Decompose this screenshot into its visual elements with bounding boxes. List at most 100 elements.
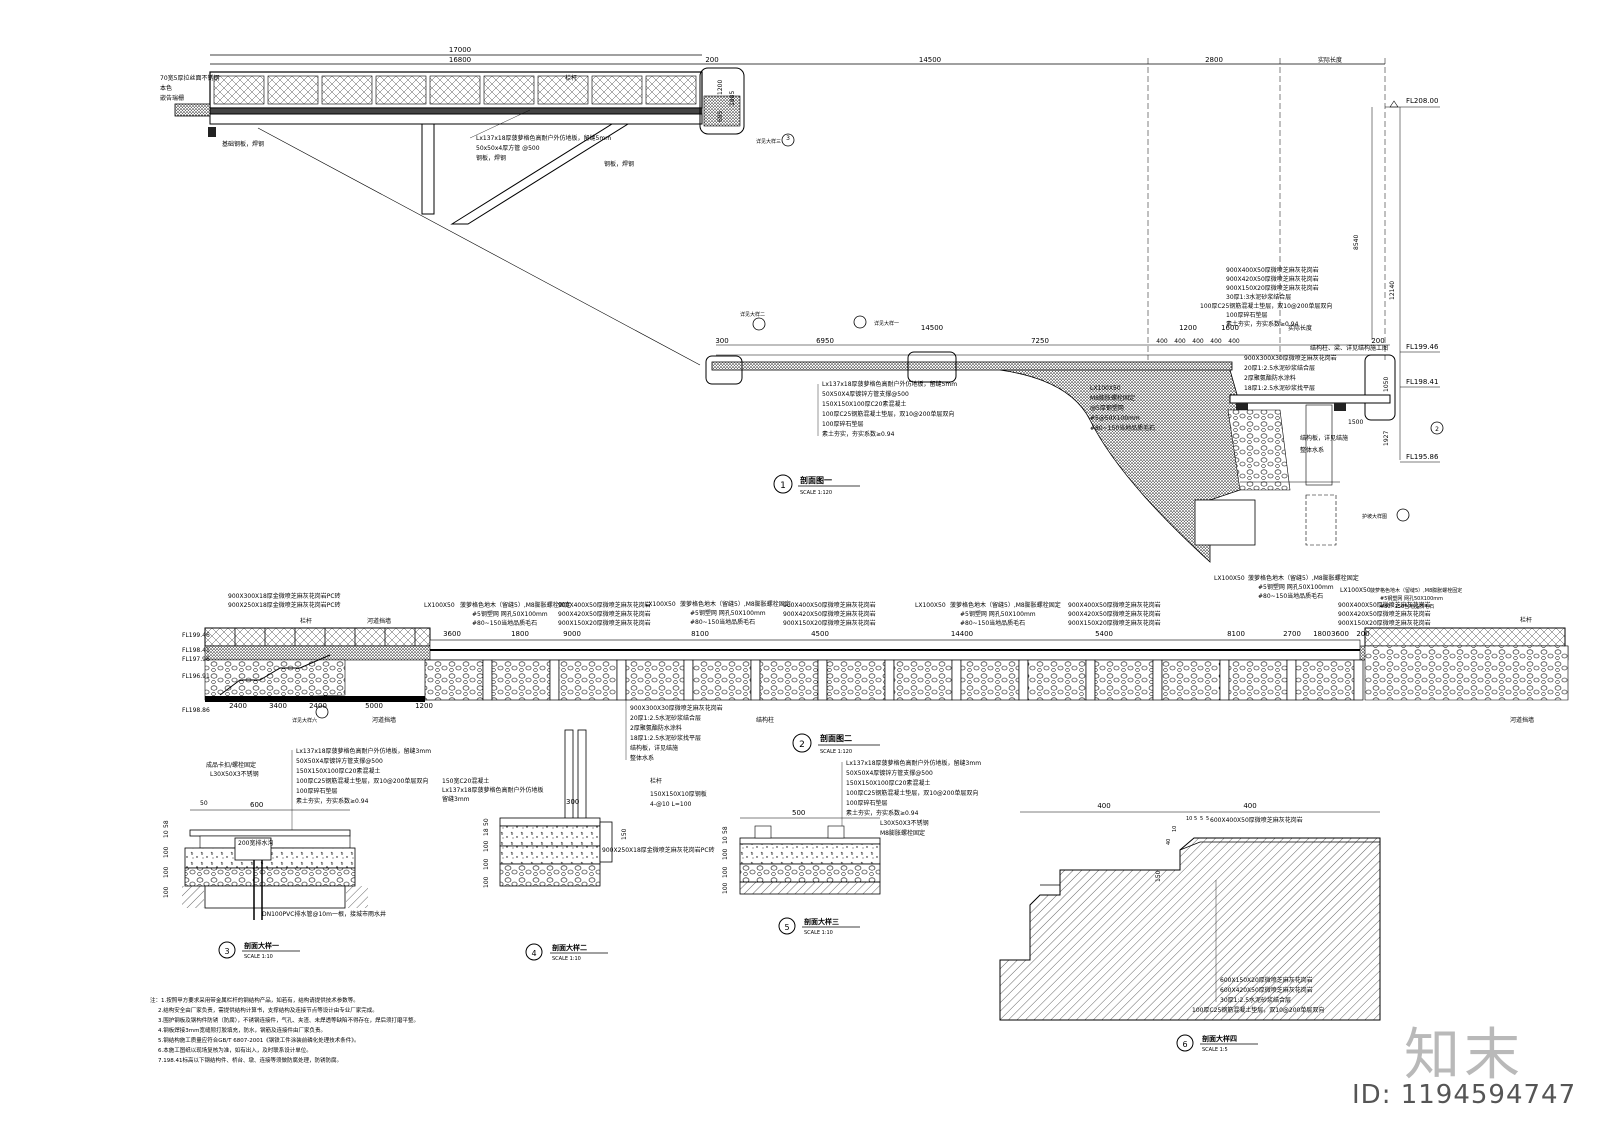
s2-note-a1e: 菠萝格色地木（留缝5）,M8膨胀螺栓固定 xyxy=(1370,587,1462,594)
dim-14500: 14500 xyxy=(919,56,941,64)
s1-dim-14500: 14500 xyxy=(921,324,943,332)
s1-note-c20: 150X150X100厚C20素混凝土 xyxy=(822,400,906,408)
d5-number: 5 xyxy=(784,923,789,932)
s1-rnote-4: 100厚C25钢筋混凝土垫层，双10@200单层双向 xyxy=(1200,302,1332,310)
s1-dim-400e: 400 xyxy=(1228,338,1240,345)
s2-bnote-3: 18厚1:2.5水泥砂浆找平层 xyxy=(630,734,701,742)
s2-bnote-1: 20厚1:2.5水泥砂浆结合层 xyxy=(630,714,701,722)
d4-note-0: 150宽C20混凝土 xyxy=(442,777,489,785)
s1-note-c25: 100厚C25钢筋混凝土垫层，双10@200单层双向 xyxy=(822,410,954,418)
footnote-1: 注：1.按照甲方要求采用带金属栏杆的钢结构产品，如若有，结构请提供技术参数等。 xyxy=(150,996,359,1004)
s2-note-a2c: #5钢塑网 网孔50X100mm xyxy=(960,610,1036,618)
s1-dim-400d: 400 xyxy=(1210,338,1222,345)
s2-note-a0b: LX100X50 xyxy=(645,601,676,608)
s2-note-a0c: LX100X50 xyxy=(915,602,946,609)
s2-label-wall-r: 河道挡墙 xyxy=(1510,716,1534,724)
railing-panel xyxy=(537,75,589,105)
s1-dim-400a: 400 xyxy=(1156,338,1168,345)
footnote-2: 2.结构安全由厂家负责，需提供结构计算书，支撑结构及连接节点等设计由专业厂家完成… xyxy=(158,1006,378,1014)
s2-note-a1: 菠萝格色地木（留缝5）,M8膨胀螺栓固定 xyxy=(460,601,571,609)
note-base-plate: 基础钢板，焊钢 xyxy=(222,140,264,148)
d3-dim-50: 50 xyxy=(200,800,208,807)
d4-note-3: 栏杆 xyxy=(650,777,662,785)
railing-panel xyxy=(321,75,373,105)
s2-scale: SCALE 1:120 xyxy=(820,749,852,755)
s2-note-a3c: #80~150当地品质毛石 xyxy=(960,619,1025,627)
s2-left-note-1: 900X250X18厚金微喷芝麻灰花岗岩PC砖 xyxy=(228,601,341,609)
stone-pier xyxy=(424,659,484,701)
s1-side-2: 20厚1:2.5水泥砂浆结合层 xyxy=(1244,364,1315,372)
d4-dim-100a: 100 xyxy=(483,840,490,852)
section-1: 300 6950 14500 7250 1200 1600 400 400 40… xyxy=(705,266,1444,563)
d4-dim-18: 18 xyxy=(483,828,490,836)
dim-actual: 实际长度 xyxy=(1318,56,1342,64)
note-stainless-strip: 70宽5厚拉丝面不锈钢 xyxy=(160,74,219,82)
s2-note-a1d: 菠萝格色地木（留缝5）,M8膨胀螺栓固定 xyxy=(1248,574,1359,582)
s1-side-0: 结构柱、梁、详见结构施工图 xyxy=(1310,344,1388,352)
stone-pier xyxy=(558,659,618,701)
d6-note-3: 30厚1:2.5水泥砂浆结合层 xyxy=(1220,996,1291,1004)
s2-bnote-4: 结构板，详见结施 xyxy=(630,744,678,752)
s2-note-b0c: 900X400X50厚微喷芝麻灰花岗岩 xyxy=(1068,601,1161,609)
d4-title: 剖面大样二 xyxy=(552,943,587,952)
d5-note-3: 100厚C25钢筋混凝土垫层，双10@200单层双向 xyxy=(846,789,978,797)
d5-note-7: M8膨胀螺栓固定 xyxy=(880,829,925,837)
s2-note-a0: LX100X50 xyxy=(424,602,455,609)
d3-note-3: 50X50X4厚镀锌方管支撑@500 xyxy=(296,757,383,765)
s1-mnote-1: M8膨胀螺栓固定 xyxy=(1090,394,1135,402)
sec2-top-dim: 5400 xyxy=(1095,630,1113,638)
d3-note-5: 100厚C25钢筋混凝土垫层，双10@200单层双向 xyxy=(296,777,428,785)
s1-note-deck: Lx137x18厚菠萝格色高耐户外仿地板，留缝5mm xyxy=(822,380,957,388)
stone-pier xyxy=(960,659,1020,701)
s1-mnote-4: #80~150当地品质毛石 xyxy=(1090,424,1155,432)
watermark-id: ID: 1194594747 xyxy=(1352,1080,1577,1110)
vdim-8540: 8540 xyxy=(1353,235,1360,250)
d3-note-6: 100厚碎石垫层 xyxy=(296,787,337,795)
stone-pier xyxy=(625,659,685,701)
s2-left-railing: 栏杆 xyxy=(300,617,312,625)
vdim-695: 695 xyxy=(717,110,724,122)
d3-dim-pipe: DN100PVC排水管@10m一根，接城市雨水井 xyxy=(262,910,386,918)
s2-label-detail6: 详见大样六 xyxy=(292,717,317,724)
s2-note-a1c: 菠萝格色地木（留缝5）,M8膨胀螺栓固定 xyxy=(950,601,1061,609)
stone-pier xyxy=(491,659,551,701)
d3-number: 3 xyxy=(224,947,229,956)
sec2-top-dim: 3600 xyxy=(1331,630,1349,638)
level-fl208: FL208.00 xyxy=(1406,97,1438,105)
s2-label-railing-r: 栏杆 xyxy=(1520,616,1532,624)
s1-side-1: 900X300X30厚微喷芝麻灰花岗岩 xyxy=(1244,354,1337,362)
d3-dim-drain: 200宽排水沟 xyxy=(238,839,273,847)
sec2-top-dim: 2700 xyxy=(1283,630,1301,638)
s1-ref-slope: 护坡大样图 xyxy=(1362,513,1387,520)
s2-fl-3: FL196.91 xyxy=(182,673,210,680)
sec2-top-dim: 3600 xyxy=(443,630,461,638)
d4-dim-50: 50 xyxy=(483,818,490,826)
top-elevation: 17000 16800 200 14500 2800 实际长度 70宽5厚拉丝面… xyxy=(160,46,1440,460)
d3-dim-100b: 100 xyxy=(163,866,170,878)
d4-note-6: 900X250X18厚金微喷芝麻灰花岗岩PC砖 xyxy=(602,846,715,854)
railing-panel xyxy=(213,75,265,105)
d3-note-2: Lx137x18厚菠萝格色高耐户外仿地板，留缝3mm xyxy=(296,747,431,755)
s2-label-wall: 河道挡墙 xyxy=(372,716,396,724)
s2-note-b2c: 900X150X20厚微喷芝麻灰花岗岩 xyxy=(1068,619,1161,627)
d3-scale: SCALE 1:10 xyxy=(244,954,273,960)
d3-dim-58: 58 xyxy=(163,820,170,828)
marker-ref-detail3: 详见大样三 xyxy=(756,138,781,145)
s1-ref-num2: 2 xyxy=(1435,426,1439,433)
vdim-1050: 1050 xyxy=(1383,377,1390,392)
s1-fl19946: FL199.46 xyxy=(1406,343,1439,351)
detail-4: 150宽C20混凝土 Lx137x18厚菠萝格色高耐户外仿地板 留缝3mm 栏杆… xyxy=(442,729,715,962)
s2-note-a1b: 菠萝格色地木（留缝5）,M8膨胀螺栓固定 xyxy=(680,600,791,608)
s1-rnote-6: 素土夯实，夯实系数≥0.94 xyxy=(1226,320,1299,328)
s1-fl19841: FL198.41 xyxy=(1406,378,1438,386)
d4-dim-300: 300 xyxy=(566,798,579,806)
s2-note-b0b: 900X400X50厚微喷芝麻灰花岗岩 xyxy=(783,601,876,609)
s2-note-b1d: 900X420X50厚微喷芝麻灰花岗岩 xyxy=(1338,610,1431,618)
detail-5: Lx137x18厚菠萝格色高耐户外仿地板，留缝3mm 50X50X4厚镀锌方管支… xyxy=(722,759,981,936)
s1-dim-400c: 400 xyxy=(1192,338,1204,345)
d6-note-4: 100厚C25钢筋混凝土垫层，双10@200单层双向 xyxy=(1192,1006,1324,1014)
s1-mnote-2: @5厚钢塑网 xyxy=(1090,404,1124,412)
pier-column xyxy=(549,659,560,701)
pier-column xyxy=(683,659,694,701)
